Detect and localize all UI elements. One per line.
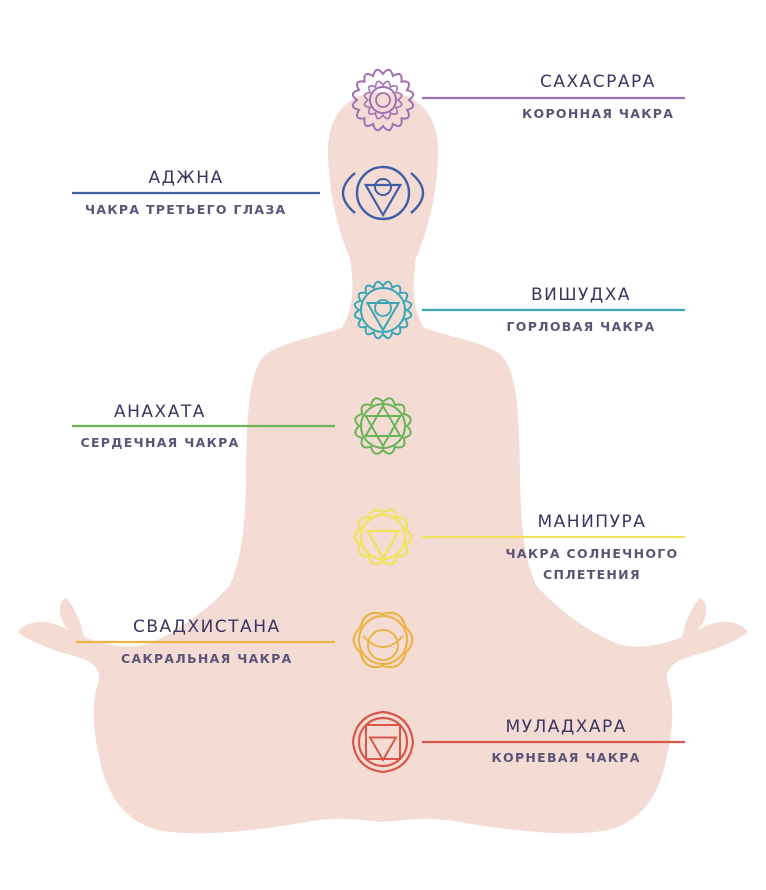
root-chakra-icon <box>351 710 415 774</box>
svadhisthana-title: СВАДХИСТАНА <box>133 617 281 637</box>
ajna-title: АДЖНА <box>148 168 224 188</box>
right-hand-silhouette <box>682 598 707 638</box>
anahata-subtitle: СЕРДЕЧНАЯ ЧАКРА <box>80 435 240 450</box>
manipura-subtitle-line-2: СПЛЕТЕНИЯ <box>543 567 641 582</box>
vishuddha-subtitle: ГОРЛОВАЯ ЧАКРА <box>506 319 656 334</box>
muladhara-title: МУЛАДХАРА <box>505 717 627 737</box>
solar-plexus-chakra-icon <box>353 508 413 566</box>
manipura-title: МАНИПУРА <box>537 512 647 532</box>
third-eye-chakra-icon <box>341 165 425 221</box>
ajna-subtitle: ЧАКРА ТРЕТЬЕГО ГЛАЗА <box>85 202 287 217</box>
manipura-subtitle-line-1: ЧАКРА СОЛНЕЧНОГО <box>505 546 679 561</box>
meditating-body-silhouette <box>18 92 748 834</box>
throat-chakra-icon <box>353 280 413 340</box>
crown-chakra-icon <box>351 68 415 132</box>
vishuddha-title: ВИШУДХА <box>531 285 631 305</box>
left-hand-silhouette <box>59 598 84 638</box>
anahata-title: АНАХАТА <box>114 402 206 422</box>
sahasrara-title: САХАСРАРА <box>540 72 656 92</box>
heart-chakra-icon <box>354 397 412 455</box>
sahasrara-subtitle: КОРОННАЯ ЧАКРА <box>522 106 675 121</box>
svadhisthana-subtitle: САКРАЛЬНАЯ ЧАКРА <box>121 651 293 666</box>
sacral-chakra-icon <box>352 611 414 669</box>
muladhara-subtitle: КОРНЕВАЯ ЧАКРА <box>491 750 641 765</box>
